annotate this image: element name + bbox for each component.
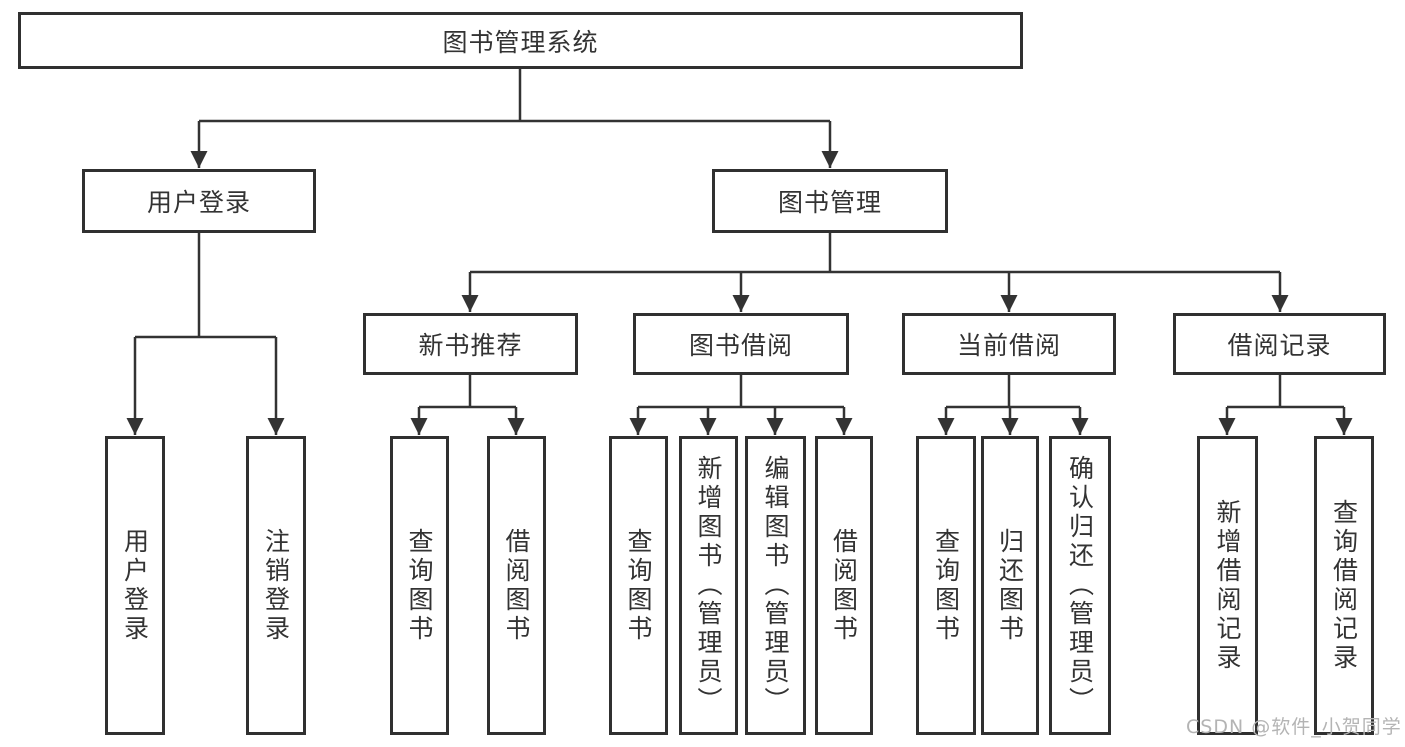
watermark: CSDN @软件_小贺同学 [1186, 716, 1402, 738]
node-user-login-group: 用户登录 [82, 169, 316, 233]
leaf-query-book-borrowing-label: 查询图书 [624, 527, 653, 644]
leaf-borrow-book-newrec: 借阅图书 [487, 436, 546, 735]
leaf-logout-login: 注销登录 [246, 436, 306, 735]
node-book-borrowing-label: 图书借阅 [688, 331, 793, 360]
leaf-add-book-admin-label: 新增图书（管理员） [694, 455, 723, 716]
node-borrowing-records: 借阅记录 [1173, 313, 1386, 375]
leaf-query-borrow-record: 查询借阅记录 [1314, 436, 1374, 735]
leaf-query-book-current-label: 查询图书 [931, 527, 961, 644]
leaf-edit-book-admin: 编辑图书（管理员） [745, 436, 806, 735]
leaf-add-borrow-record: 新增借阅记录 [1197, 436, 1258, 735]
node-new-book-recommend-label: 新书推荐 [418, 331, 523, 360]
leaf-query-book-borrowing: 查询图书 [609, 436, 668, 735]
node-user-login-label: 用户登录 [146, 188, 251, 217]
leaf-confirm-return-admin: 确认归还（管理员） [1049, 436, 1111, 735]
leaf-logout-login-label: 注销登录 [261, 527, 291, 644]
leaf-confirm-return-admin-label: 确认归还（管理员） [1065, 455, 1095, 716]
node-root-label: 图书管理系统 [442, 27, 599, 57]
leaf-query-book-newrec: 查询图书 [390, 436, 449, 735]
leaf-return-book-label: 归还图书 [995, 527, 1025, 644]
leaf-query-borrow-record-label: 查询借阅记录 [1329, 498, 1359, 673]
leaf-query-book-current: 查询图书 [916, 436, 976, 735]
node-current-borrowing: 当前借阅 [902, 313, 1116, 375]
leaf-return-book: 归还图书 [981, 436, 1039, 735]
node-new-book-recommend: 新书推荐 [363, 313, 578, 375]
leaf-borrow-book-borrowing: 借阅图书 [815, 436, 873, 735]
node-current-borrowing-label: 当前借阅 [956, 331, 1061, 360]
node-book-borrowing: 图书借阅 [633, 313, 849, 375]
node-book-management-group: 图书管理 [712, 169, 948, 233]
leaf-borrow-book-borrowing-label: 借阅图书 [829, 527, 859, 644]
leaf-borrow-book-newrec-label: 借阅图书 [502, 527, 531, 644]
node-book-management-label: 图书管理 [777, 188, 882, 217]
leaf-query-book-newrec-label: 查询图书 [405, 527, 434, 644]
leaf-add-book-admin: 新增图书（管理员） [679, 436, 738, 735]
node-root-system: 图书管理系统 [18, 12, 1023, 69]
leaf-add-borrow-record-label: 新增借阅记录 [1213, 498, 1242, 673]
node-borrowing-records-label: 借阅记录 [1227, 331, 1332, 360]
leaf-user-login-label: 用户登录 [120, 527, 150, 644]
leaf-user-login: 用户登录 [105, 436, 165, 735]
leaf-edit-book-admin-label: 编辑图书（管理员） [761, 455, 790, 716]
